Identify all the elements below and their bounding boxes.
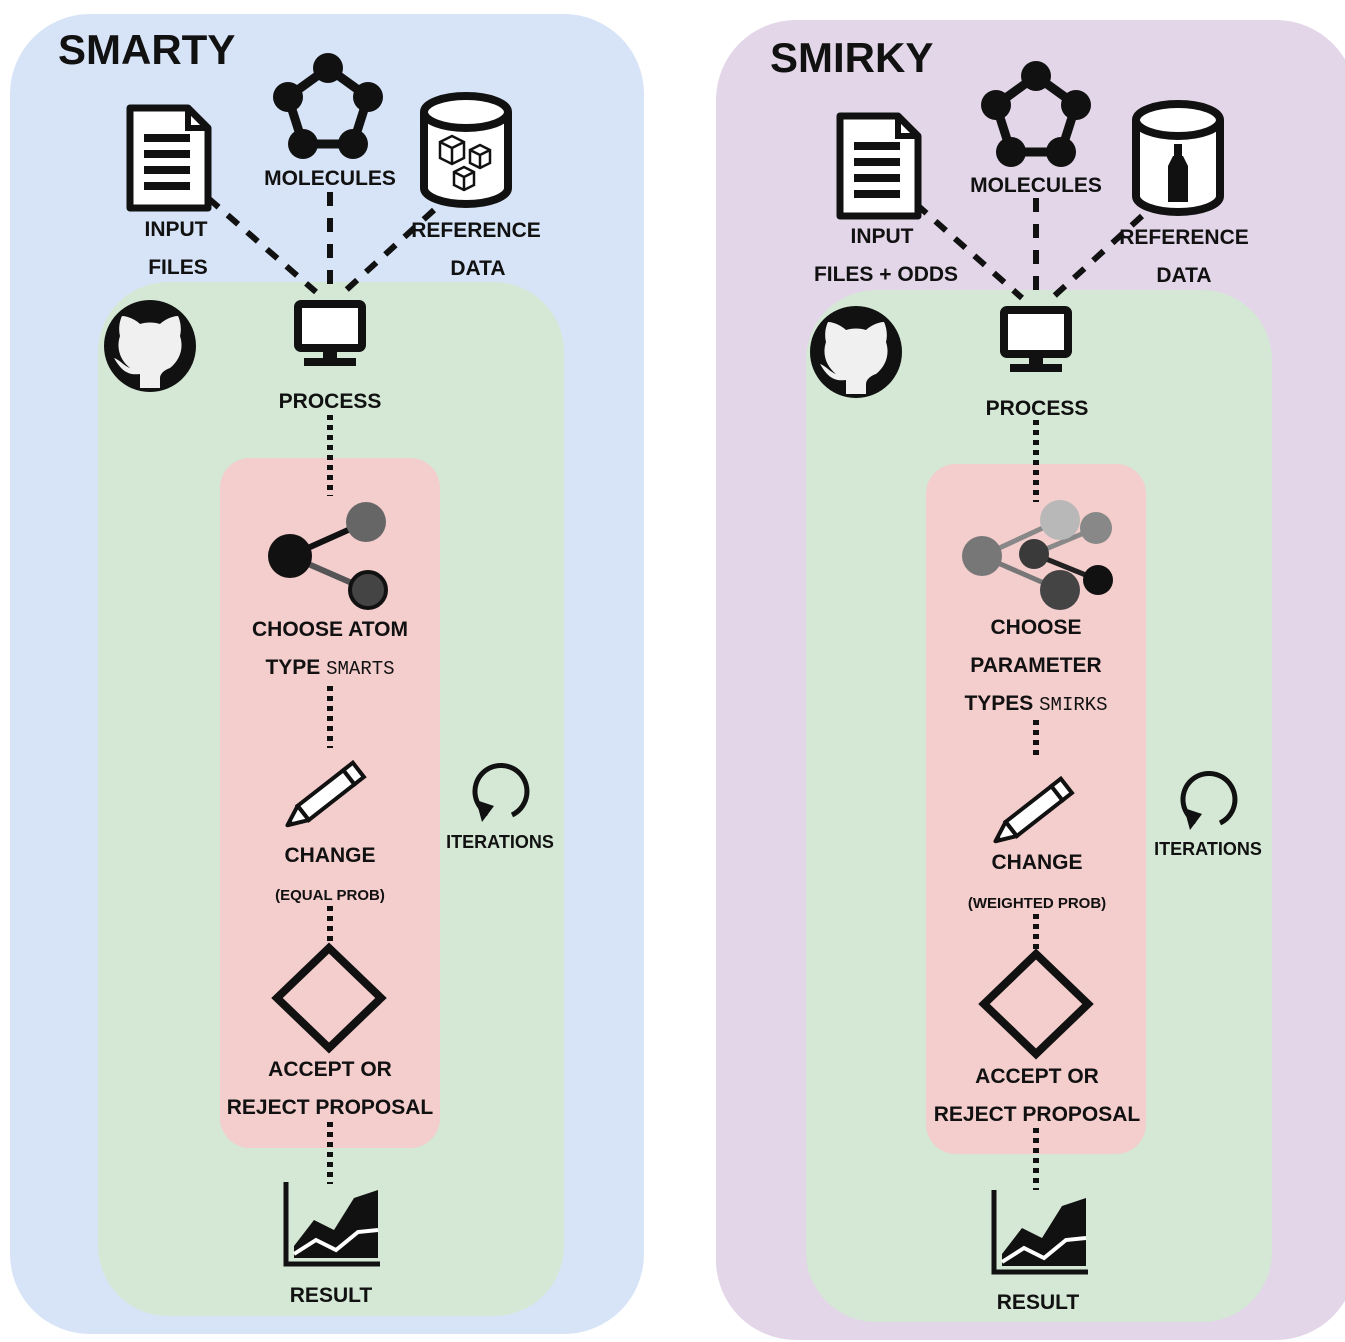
smirks-code: SMIRKS [1039, 694, 1107, 716]
input-label-1: INPUT [851, 225, 914, 248]
decision-label-1: ACCEPT OR [975, 1065, 1099, 1088]
molecules-label: MOLECULES [970, 174, 1102, 197]
github-icon [104, 300, 196, 392]
iterations-label: ITERATIONS [446, 832, 554, 852]
smarty-title: SMARTY [58, 26, 235, 73]
database-bottle-icon [1136, 104, 1220, 212]
database-cubes-icon [424, 96, 508, 204]
process-label: PROCESS [279, 390, 382, 413]
input-file-icon [840, 116, 918, 216]
choose-label-3: TYPES SMIRKS [964, 692, 1107, 716]
smirky-panel: SMIRKY INPUT FILES + ODDS MOLECULES REFE… [716, 20, 1345, 1340]
share-nodes-icon [268, 502, 388, 610]
reference-label-2: DATA [1156, 264, 1211, 287]
choose-label-1: CHOOSE [990, 616, 1081, 639]
result-label: RESULT [290, 1284, 373, 1307]
choose-label-2: PARAMETER [970, 654, 1101, 677]
change-label: CHANGE [991, 851, 1082, 874]
decision-label-2: REJECT PROPOSAL [227, 1096, 434, 1119]
choose-type-text: TYPE [265, 656, 326, 679]
change-sub-label: (EQUAL PROB) [275, 887, 385, 904]
change-label: CHANGE [284, 844, 375, 867]
reference-label-1: REFERENCE [1119, 226, 1249, 249]
process-label: PROCESS [986, 397, 1089, 420]
choose-label-1: CHOOSE ATOM [252, 618, 408, 641]
choose-label-2: TYPE SMARTS [265, 656, 394, 680]
input-label-2: FILES [148, 256, 208, 279]
reference-label-1: REFERENCE [411, 219, 541, 242]
change-sub-label: (WEIGHTED PROB) [968, 895, 1106, 912]
input-label-1: INPUT [145, 218, 208, 241]
decision-label-2: REJECT PROPOSAL [934, 1103, 1141, 1126]
smarts-code: SMARTS [326, 658, 394, 680]
molecules-label: MOLECULES [264, 167, 396, 190]
result-label: RESULT [997, 1291, 1080, 1314]
choose-types-text: TYPES [964, 692, 1039, 715]
reference-label-2: DATA [450, 257, 505, 280]
input-label-2: FILES + ODDS [814, 263, 958, 286]
smarty-panel: SMARTY INPUT FILES MOLECULES REFERENCE D… [10, 14, 644, 1334]
iterations-label: ITERATIONS [1154, 839, 1262, 859]
github-icon [810, 306, 902, 398]
input-file-icon [130, 108, 208, 208]
decision-label-1: ACCEPT OR [268, 1058, 392, 1081]
multi-node-graph-icon [962, 500, 1113, 610]
smirky-title: SMIRKY [770, 34, 933, 81]
